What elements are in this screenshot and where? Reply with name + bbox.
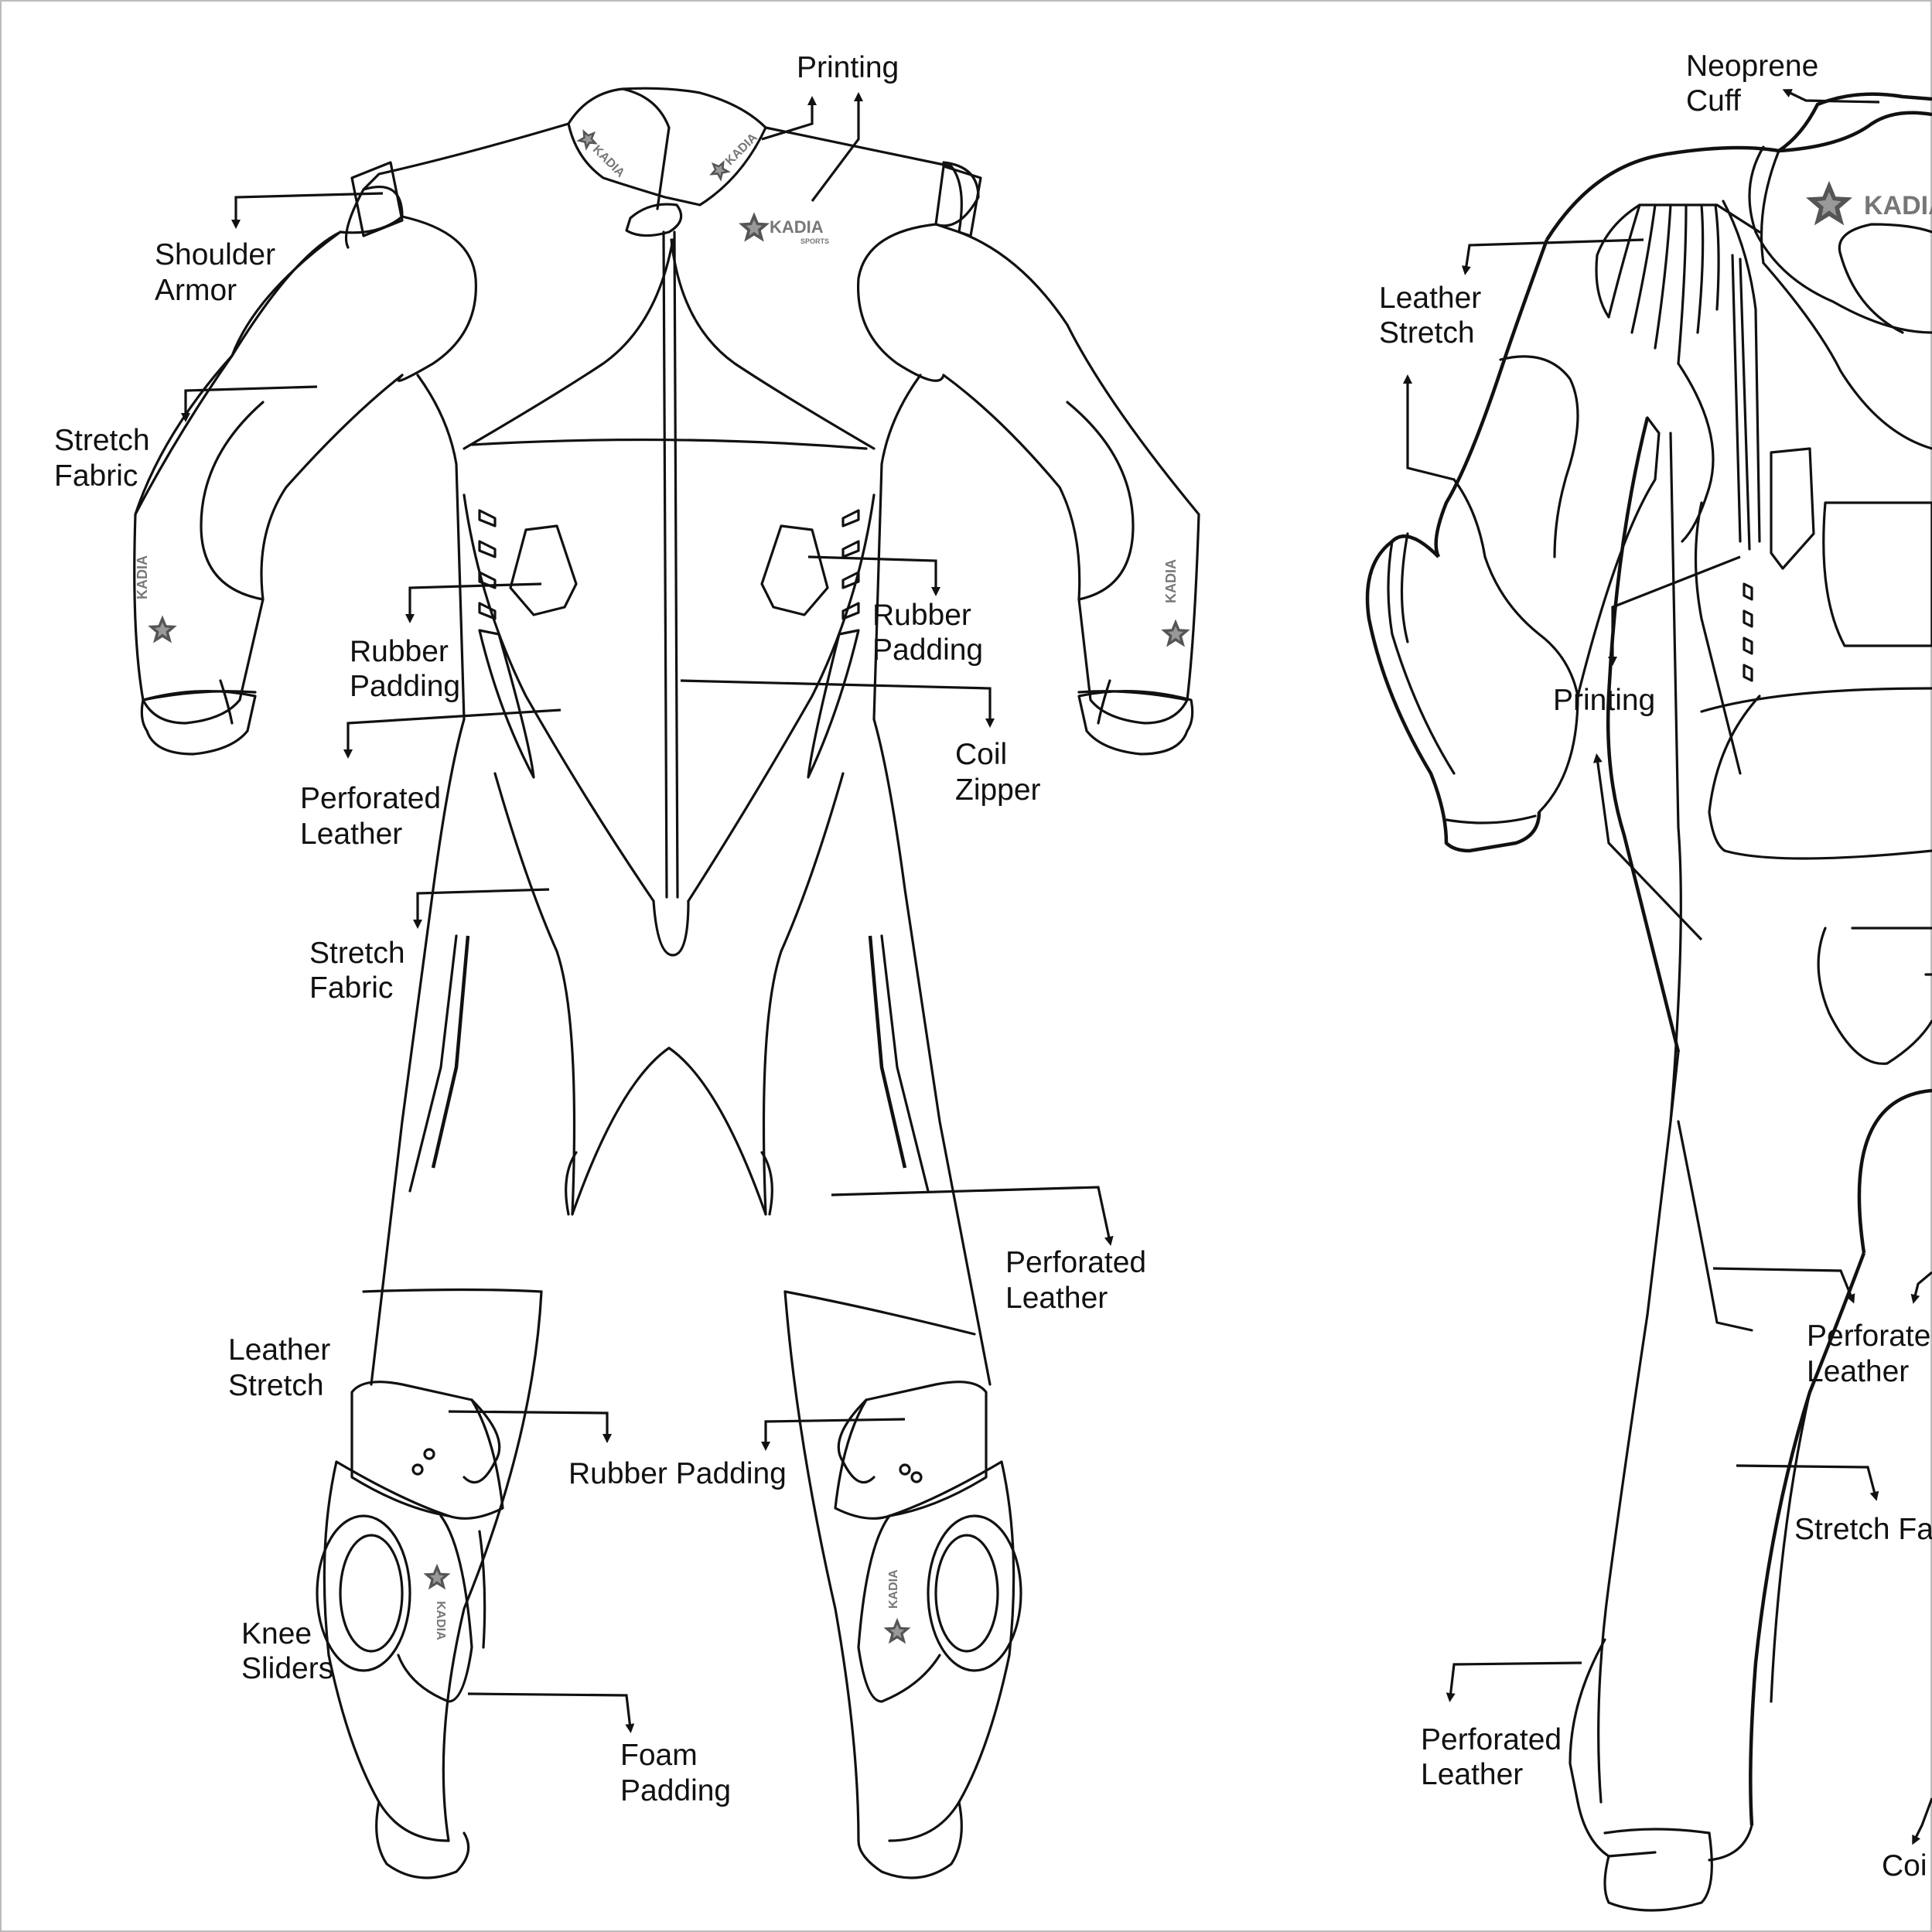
- svg-text:KADIA: KADIA: [590, 143, 627, 180]
- label-stretch-fabric-arm-1: Stretch: [54, 424, 150, 457]
- label-shoulder-armor-1: Shoulder: [155, 238, 275, 271]
- svg-text:KADIA: KADIA: [770, 217, 824, 237]
- svg-text:KADIA: KADIA: [1163, 559, 1179, 603]
- brand-logo-chest: KADIA SPORTS: [739, 212, 829, 245]
- label-coil-zipper-1: Coil: [955, 738, 1007, 771]
- label-rubber-padding-right-2: Padding: [872, 633, 983, 667]
- label-foam-padding-1: Foam: [620, 1739, 698, 1772]
- label-printing-back: Printing: [1553, 684, 1655, 717]
- brand-logo-back: KADIA: [1806, 181, 1932, 226]
- svg-text:SPORTS: SPORTS: [800, 237, 829, 245]
- brand-logo-right-knee: KADIA: [884, 1569, 911, 1644]
- label-knee-sliders-1: Knee: [241, 1617, 312, 1650]
- brand-logo-collar-left: KADIA: [574, 124, 631, 181]
- label-stretch-fabric-side-1: Stretch: [309, 937, 405, 970]
- svg-text:KADIA: KADIA: [135, 555, 150, 599]
- label-leather-stretch-front-1: Leather: [228, 1333, 330, 1367]
- svg-text:KADIA: KADIA: [887, 1569, 900, 1609]
- svg-text:KADIA: KADIA: [434, 1601, 447, 1640]
- svg-text:KADIA: KADIA: [1864, 191, 1932, 220]
- brand-logo-left-cuff: KADIA: [135, 555, 177, 643]
- brand-logo-right-cuff: KADIA: [1161, 559, 1190, 647]
- label-rubber-padding-left-1: Rubber: [350, 635, 449, 668]
- label-printing-front: Printing: [797, 51, 899, 84]
- label-leather-stretch-front-2: Stretch: [228, 1369, 324, 1402]
- label-perforated-leather-chest-1: Perforated: [300, 782, 441, 815]
- back-leader-lines: [1408, 91, 1932, 1841]
- label-foam-padding-2: Padding: [620, 1774, 731, 1807]
- front-suit: [135, 88, 1199, 1878]
- label-shoulder-armor-2: Armor: [155, 274, 237, 307]
- brand-logo-collar-right: KADIA: [704, 127, 761, 184]
- label-stretch-fabric-side-2: Fabric: [309, 971, 393, 1005]
- label-neoprene-cuff-2: Cuff: [1686, 84, 1741, 118]
- label-perforated-leather-leg-1: Perforated: [1421, 1723, 1562, 1756]
- label-perforated-leather-thigh-1: Perforated: [1005, 1246, 1146, 1279]
- label-rubber-padding-right-1: Rubber: [872, 599, 971, 632]
- label-coil-back: Coi: [1882, 1849, 1927, 1883]
- brand-logo-left-knee: KADIA: [424, 1564, 451, 1640]
- label-perforated-leather-seat-1: Perforate: [1807, 1319, 1930, 1353]
- label-stretch-fabric-arm-2: Fabric: [54, 459, 138, 493]
- label-leather-stretch-back-2: Stretch: [1379, 316, 1475, 350]
- label-leather-stretch-back-1: Leather: [1379, 282, 1481, 315]
- label-perforated-leather-leg-2: Leather: [1421, 1758, 1523, 1791]
- label-stretch-fabric-back: Stretch Fa: [1794, 1513, 1932, 1546]
- label-rubber-padding-left-2: Padding: [350, 670, 460, 703]
- label-perforated-leather-seat-2: Leather: [1807, 1355, 1909, 1388]
- label-perforated-leather-thigh-2: Leather: [1005, 1282, 1108, 1315]
- label-coil-zipper-2: Zipper: [955, 773, 1041, 807]
- label-perforated-leather-chest-2: Leather: [300, 818, 402, 851]
- label-knee-sliders-2: Sliders: [241, 1652, 333, 1685]
- label-neoprene-cuff-1: Neoprene: [1686, 49, 1818, 83]
- label-rubber-padding-knee: Rubber Padding: [568, 1457, 787, 1490]
- back-suit: [1367, 94, 1932, 1910]
